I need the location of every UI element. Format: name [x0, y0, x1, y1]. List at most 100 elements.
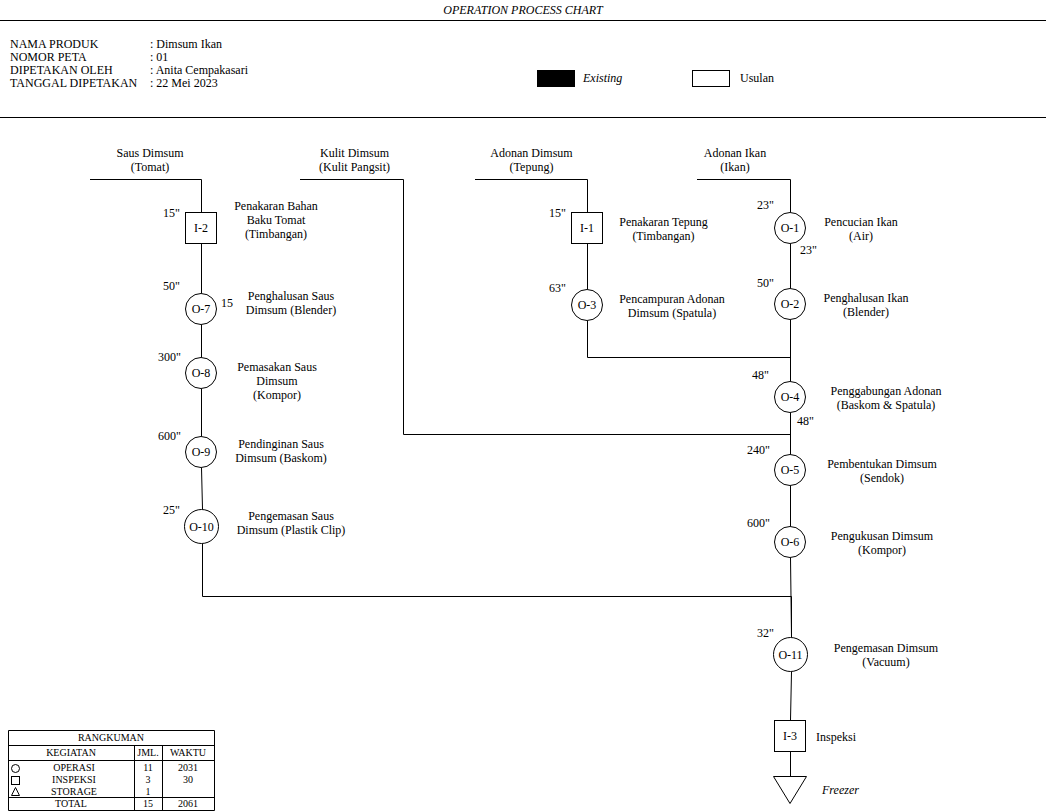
- step-code: O-3: [578, 298, 597, 312]
- table-cell: TOTAL: [8, 798, 134, 810]
- header-field: TANGGAL DIPETAKAN: [10, 76, 137, 90]
- time-label: 50": [163, 279, 180, 293]
- table-cell: 3: [134, 774, 162, 786]
- step-code: O-5: [781, 463, 800, 477]
- step-description: Pengemasan Saus Dimsum (Plastik Clip): [231, 509, 351, 537]
- header-value: : 01: [150, 50, 168, 64]
- legend-text: Existing: [583, 71, 622, 85]
- storage-triangle: Freezer: [773, 776, 807, 804]
- table-cell: 2061: [162, 798, 214, 810]
- time-label: 48": [752, 368, 769, 382]
- header-field: NAMA PRODUK: [10, 37, 98, 51]
- material-label: Kulit Dimsum (Kulit Pangsit): [312, 146, 397, 174]
- operation-circle: O-2Penghalusan Ikan (Blender): [774, 288, 806, 320]
- step-code: O-7: [192, 302, 211, 316]
- flow-line: [201, 244, 202, 293]
- flow-line: [790, 486, 791, 526]
- step-description: Pencucian Ikan (Air): [816, 215, 906, 243]
- step-description: Pengukusan Dimsum (Kompor): [816, 529, 948, 557]
- header-value: : 22 Mei 2023: [150, 76, 218, 90]
- table-cell: 2031: [162, 762, 214, 774]
- operation-circle: O-10Pengemasan Saus Dimsum (Plastik Clip…: [184, 509, 219, 544]
- time-label: 32": [757, 626, 774, 640]
- table-header: JML.: [134, 747, 162, 759]
- time-label: 600": [158, 429, 181, 443]
- time-label: 15: [221, 296, 233, 310]
- flow-line: [790, 413, 791, 454]
- table-header: WAKTU: [162, 747, 214, 759]
- flow-line: [588, 321, 791, 381]
- header-value: : Dimsum Ikan: [150, 37, 222, 51]
- step-description: Pendinginan Saus Dimsum (Baskom): [231, 437, 331, 465]
- time-label: 600": [747, 516, 770, 530]
- legend-swatch: [537, 70, 575, 87]
- header-field: NOMOR PETA: [10, 50, 87, 64]
- material-label: Adonan Dimsum (Tepung): [484, 146, 579, 174]
- step-description: Pencampuran Adonan Dimsum (Spatula): [611, 292, 733, 320]
- flow-line: [201, 389, 202, 436]
- step-code: O-2: [781, 297, 800, 311]
- time-label: 48": [797, 414, 814, 428]
- triangle-outline: [773, 776, 807, 804]
- step-description: Penakaran Tepung (Timbangan): [611, 215, 716, 243]
- step-description: Penghalusan Saus Dimsum (Blender): [241, 289, 341, 317]
- step-code: O-4: [781, 390, 800, 404]
- flow-line: [790, 320, 791, 381]
- header-value: : Anita Cempakasari: [150, 63, 248, 77]
- step-description: Pembentukan Dimsum (Sendok): [816, 457, 948, 485]
- input-line: [90, 180, 202, 213]
- table-cell: 30: [162, 774, 214, 786]
- flow-line: [201, 325, 202, 357]
- material-label: Adonan Ikan (Ikan): [697, 146, 773, 174]
- flow-line: [791, 672, 792, 720]
- table-cell: OPERASI: [24, 762, 124, 774]
- header-field: DIPETAKAN OLEH: [10, 63, 113, 77]
- step-description: Pemasakan Saus Dimsum (Kompor): [231, 360, 323, 402]
- step-code: O-1: [781, 221, 800, 235]
- operation-circle: O-8Pemasakan Saus Dimsum (Kompor): [185, 357, 217, 389]
- operation-circle: O-6Pengukusan Dimsum (Kompor): [774, 526, 806, 558]
- inspection-box: I-2Penakaran Bahan Baku Tomat (Timbangan…: [185, 212, 217, 244]
- step-code: O-9: [192, 445, 211, 459]
- input-line: [475, 180, 588, 213]
- flow-line: [790, 752, 791, 776]
- time-label: 15": [163, 206, 180, 220]
- table-cell: STORAGE: [24, 786, 124, 798]
- time-label: 15": [549, 206, 566, 220]
- step-description: Inspeksi: [816, 730, 896, 744]
- step-code: I-3: [783, 729, 797, 743]
- step-description: Penghalusan Ikan (Blender): [816, 291, 916, 319]
- step-code: O-8: [192, 366, 211, 380]
- operation-circle: O-7Penghalusan Saus Dimsum (Blender): [185, 293, 217, 325]
- operation-circle: O-5Pembentukan Dimsum (Sendok): [774, 454, 806, 486]
- table-cell: 1: [134, 786, 162, 798]
- table-header: KEGIATAN: [8, 747, 134, 759]
- operation-circle: O-1Pencucian Ikan (Air): [774, 212, 806, 244]
- operation-circle: O-3Pencampuran Adonan Dimsum (Spatula): [571, 289, 603, 321]
- chart-title: OPERATION PROCESS CHART: [323, 3, 723, 17]
- inspection-symbol: [12, 777, 20, 785]
- flow-line: [791, 558, 792, 637]
- flow-line: [587, 244, 588, 289]
- table-cell: INSPEKSI: [24, 774, 124, 786]
- time-label: 25": [163, 503, 180, 517]
- flow-line: [203, 544, 792, 637]
- header-rule: [0, 21, 1046, 118]
- step-code: I-1: [580, 221, 594, 235]
- inspection-box: I-1Penakaran Tepung (Timbangan): [571, 212, 603, 244]
- legend-swatch: [692, 70, 730, 87]
- step-code: I-2: [194, 221, 208, 235]
- inspection-box: I-3Inspeksi: [774, 720, 806, 752]
- operation-circle: O-9Pendinginan Saus Dimsum (Baskom): [185, 436, 217, 468]
- step-code: O-10: [189, 520, 214, 534]
- time-label: 23": [800, 243, 817, 257]
- time-label: 240": [747, 443, 770, 457]
- table-title: RANGKUMAN: [8, 732, 214, 744]
- summary-table: [9, 731, 215, 811]
- input-line: [697, 180, 791, 213]
- storage-symbol: [12, 788, 20, 796]
- operation-circle: O-11Pengemasan Dimsum (Vacuum): [773, 637, 808, 672]
- operation-circle: O-4Penggabungan Adonan (Baskom & Spatula…: [774, 381, 806, 413]
- time-label: 63": [549, 281, 566, 295]
